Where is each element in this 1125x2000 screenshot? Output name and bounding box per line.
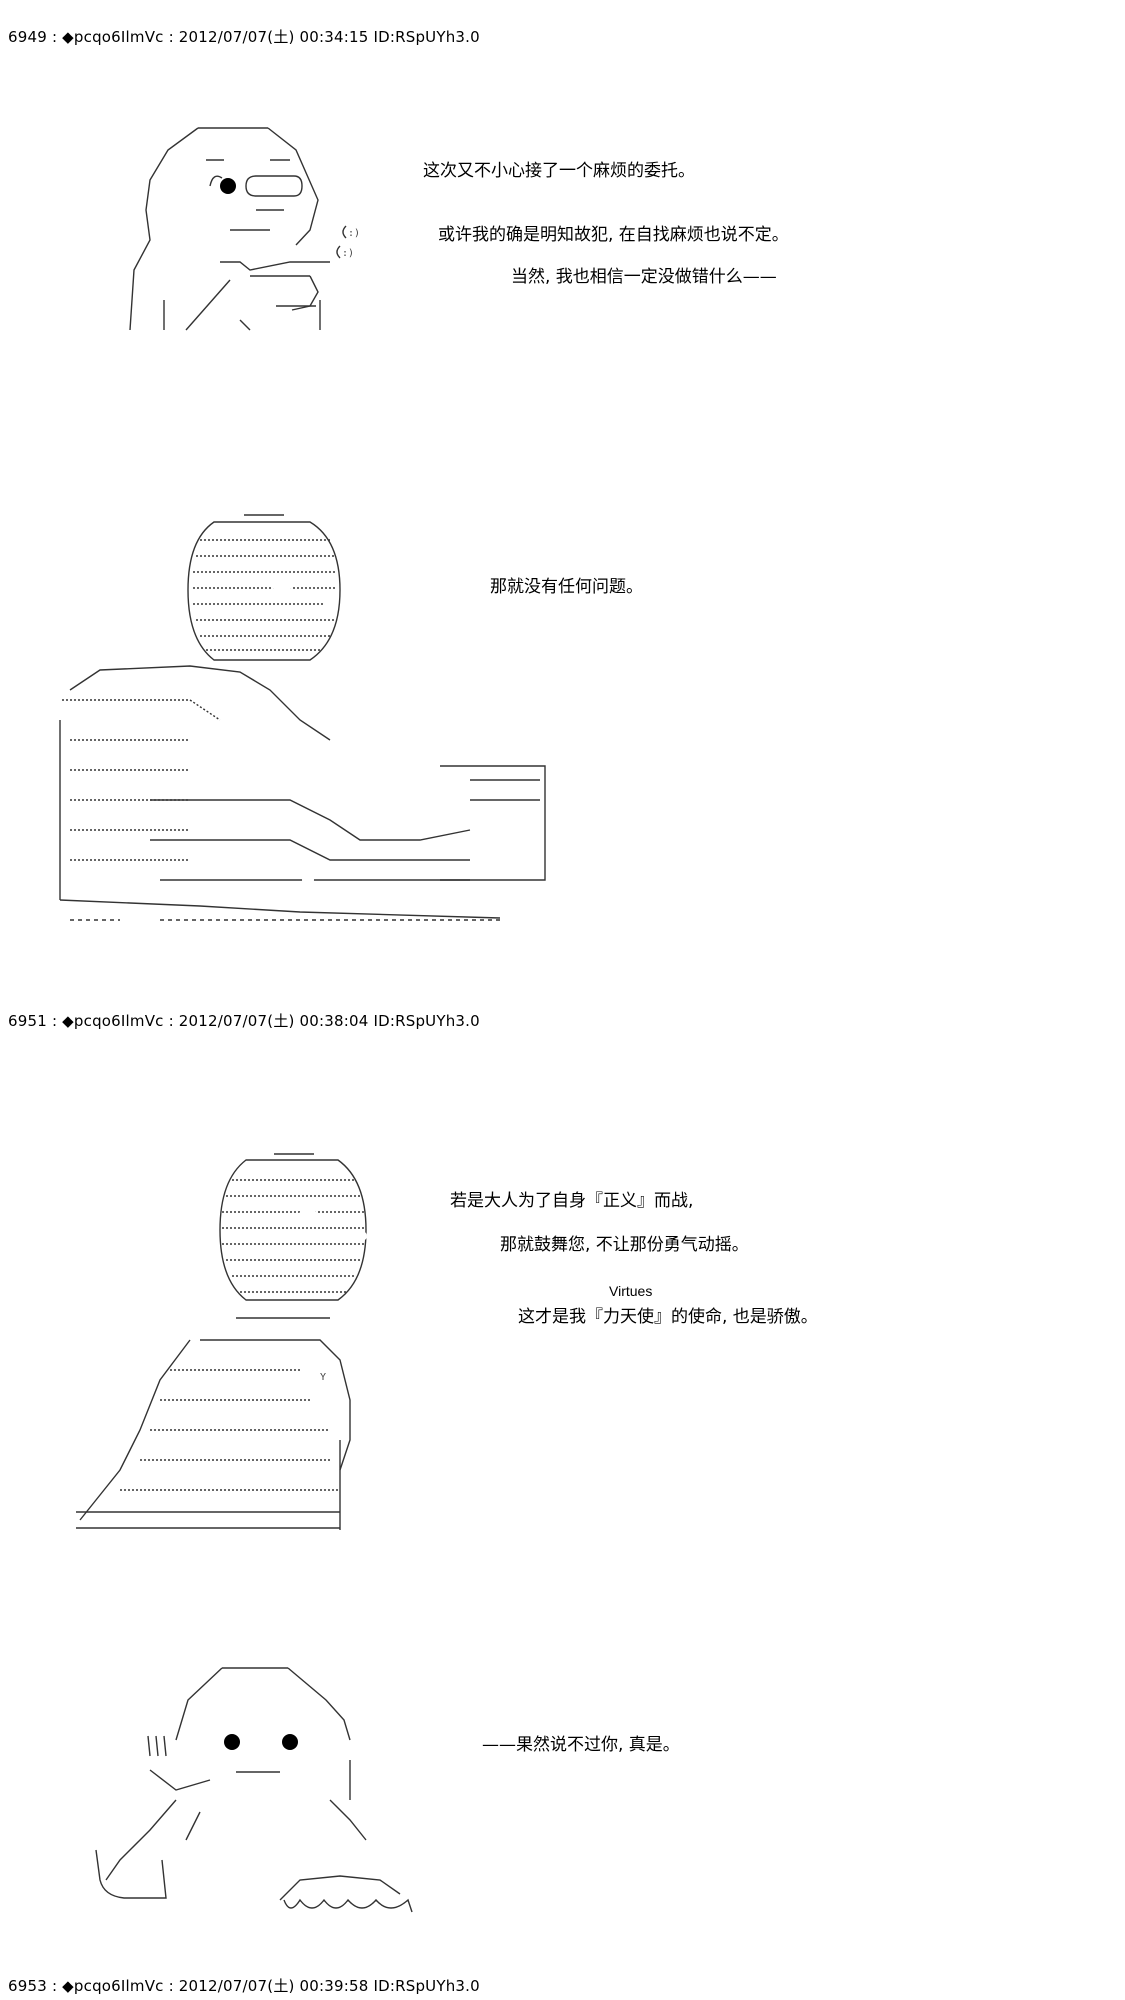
ascii-figure-3: Y (76, 1153, 367, 1530)
dialogue-line: ——果然说不过你, 真是。 (482, 1735, 680, 1755)
dialogue-line: 那就鼓舞您, 不让那份勇气动摇。 (500, 1235, 749, 1255)
dialogue-line: 或许我的确是明知故犯, 在自找麻烦也说不定。 (438, 225, 789, 245)
svg-text:Y: Y (320, 1372, 326, 1383)
post-header-6951: 6951 : ◆pcqo6IlmVc : 2012/07/07(土) 00:38… (8, 1012, 480, 1030)
ascii-figure-4 (95, 1667, 413, 1913)
post-header-6949: 6949 : ◆pcqo6IlmVc : 2012/07/07(土) 00:34… (8, 28, 480, 46)
svg-text::): :) (348, 228, 360, 239)
ruby-annotation: Virtues (609, 1283, 653, 1299)
dialogue-line: 若是大人为了自身『正义』而战, (450, 1191, 694, 1211)
dialogue-line: 那就没有任何问题。 (490, 577, 643, 597)
post-header-6953: 6953 : ◆pcqo6IlmVc : 2012/07/07(土) 00:39… (8, 1977, 480, 1995)
ascii-figure-1: :) :) (129, 127, 360, 331)
dialogue-line: 当然, 我也相信一定没做错什么—— (511, 267, 777, 287)
dialogue-line: 这次又不小心接了一个麻烦的委托。 (423, 161, 695, 181)
svg-text::): :) (342, 248, 354, 259)
ascii-figure-2 (59, 514, 546, 921)
dialogue-line: 这才是我『力天使』的使命, 也是骄傲。 (518, 1307, 818, 1327)
